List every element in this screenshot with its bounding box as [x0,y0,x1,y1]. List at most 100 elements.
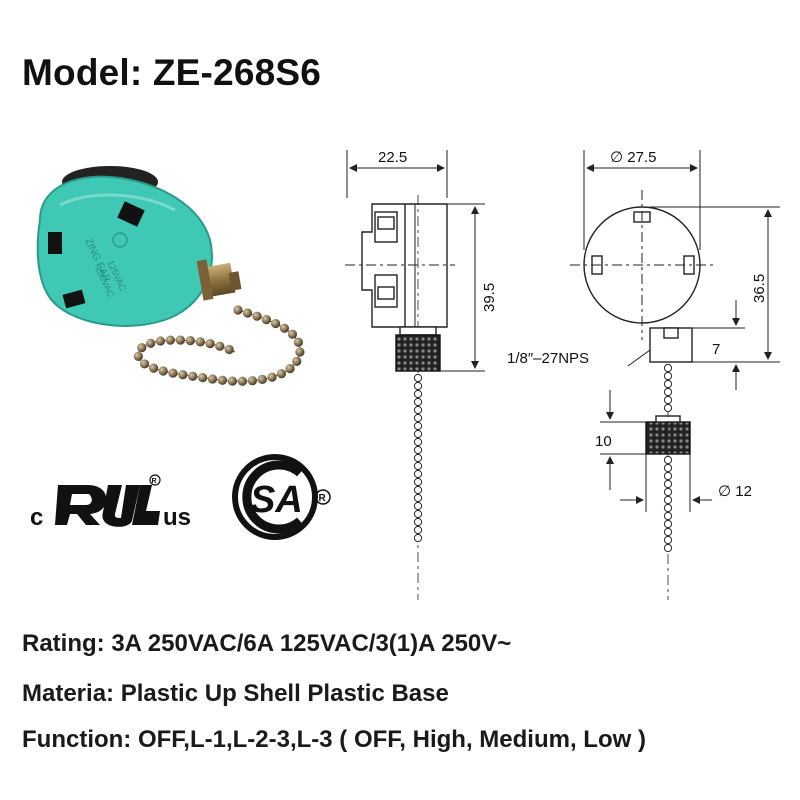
terminal-slot [48,232,62,254]
chain-bead [146,338,156,348]
chain-bead [663,463,673,473]
chain-bead [663,535,673,545]
svg-text:R: R [319,493,327,504]
chain-bead [198,373,208,383]
chain-bead [413,485,423,495]
chain-bead [139,359,150,369]
chain-bead [252,311,262,321]
chain-bead [227,376,238,386]
chain-bead [413,509,423,519]
chain-bead [287,329,298,339]
chain-bead [295,347,305,357]
front-height-dimension: 36.5 [751,274,768,303]
chain-bead [413,437,423,447]
chain-bead [158,366,168,376]
chain-bead [413,461,423,471]
chain-bead [413,429,423,439]
chain-bead [279,323,290,333]
chain-bead [205,339,215,349]
chain-bead [413,469,423,479]
chain-bead [165,335,175,345]
chain-bead [207,374,218,384]
chain-bead [413,493,423,503]
knob-height-dimension: 10 [595,433,612,450]
chain-bead [188,371,198,381]
chain-bead [663,543,673,553]
spec-rating: Rating: 3A 250VAC/6A 125VAC/3(1)A 250V~ [22,630,512,657]
front-view-drawing [570,150,780,600]
chain-bead [413,533,423,543]
chain-bead [271,318,281,329]
chain-bead [413,453,423,463]
ur-c-text: c [30,504,43,531]
chain-bead [242,308,253,318]
front-view-chain [663,363,673,553]
chain-bead [413,413,423,423]
terminal-slot [117,201,145,227]
chain-bead [413,381,423,391]
chain-bead [663,495,673,505]
chain-bead [247,376,257,386]
csa-certification-logo: SA R [232,454,331,540]
csa-sa-text: SA [250,479,303,521]
chain-bead [413,501,423,511]
ul-emboss [112,232,128,248]
switch-housing [36,175,213,327]
chain-bead [663,503,673,513]
chain-bead [413,405,423,415]
chain-bead [178,370,188,380]
chain-bead [292,356,302,366]
side-view-drawing [345,150,485,600]
chain-bead [237,376,248,386]
chain-bead [175,335,185,345]
chain-bead [663,479,673,489]
chain-bead [663,387,673,397]
chain-bead [413,373,423,383]
front-diameter-dimension: ∅ 27.5 [610,149,656,166]
ur-us-text: us [163,504,191,531]
chain-bead [413,477,423,487]
chain-beads [133,305,305,386]
chain-bead [195,337,205,347]
chain-bead [663,395,673,405]
svg-text:R: R [152,478,157,485]
chain-bead [413,389,423,399]
spec-function: Function: OFF,L-1,L-2-3,L-3 ( OFF, High,… [22,726,646,753]
chain-bead [267,372,277,382]
chain-bead [413,421,423,431]
model-title: Model: ZE-268S6 [22,52,322,93]
chain-bead [149,363,159,373]
chain-bead [413,525,423,535]
chain-bead [233,305,243,315]
chain-bead [663,527,673,537]
chain-bead [137,343,147,353]
product-photo: ZING EAR 250VAC 125VAC [36,166,305,386]
terminal-slot [62,289,86,309]
chain-bead [663,511,673,521]
ur-certification-logo: c R us [30,474,191,531]
chain-bead [663,519,673,529]
chain-bead [168,368,178,378]
chain-bead [285,364,295,374]
chain-bead [215,341,225,351]
chain-bead [276,369,287,379]
chain-bead [293,337,303,347]
side-height-dimension: 39.5 [481,283,498,312]
chain-bead [663,471,673,481]
chain-bead [261,315,272,325]
chain-bead [663,487,673,497]
side-width-dimension: 22.5 [378,149,407,166]
chain-bead [663,379,673,389]
chain-bead [257,374,267,385]
thread-label: 1/8″–27NPS [507,350,589,367]
chain-bead [663,371,673,381]
chain-bead [224,344,234,355]
chain-bead [155,336,166,346]
chain-bead [413,517,423,527]
chain-bead [413,397,423,407]
chain-bead [133,351,143,362]
side-view-chain [413,373,423,543]
chain-bead [663,403,673,413]
thread-length-dimension: 7 [712,341,720,358]
